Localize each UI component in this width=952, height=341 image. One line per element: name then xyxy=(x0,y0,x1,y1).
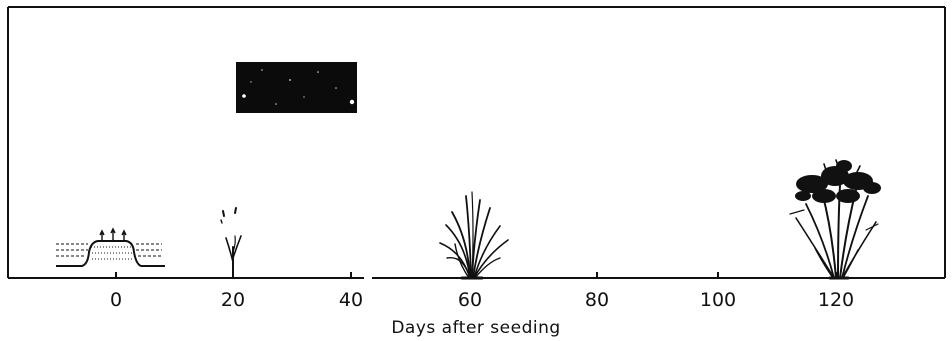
tick-label: 40 xyxy=(339,289,363,311)
tick-label: 20 xyxy=(221,289,245,311)
tillering-plant-icon xyxy=(439,191,509,280)
seedbed-icon xyxy=(56,227,165,267)
tick-label: 80 xyxy=(585,289,609,311)
tick-label: 60 xyxy=(458,289,482,311)
seedling-icon xyxy=(220,207,242,277)
tick-label: 120 xyxy=(818,289,854,311)
dark-photo-inset xyxy=(236,62,357,113)
x-axis-tick-labels: 0 20 40 60 80 100 120 xyxy=(110,289,854,311)
tick-label: 100 xyxy=(700,289,736,311)
tick-label: 0 xyxy=(110,289,122,311)
mature-plant-icon xyxy=(789,159,881,280)
frame xyxy=(7,6,946,279)
x-axis-title: Days after seeding xyxy=(391,318,560,338)
